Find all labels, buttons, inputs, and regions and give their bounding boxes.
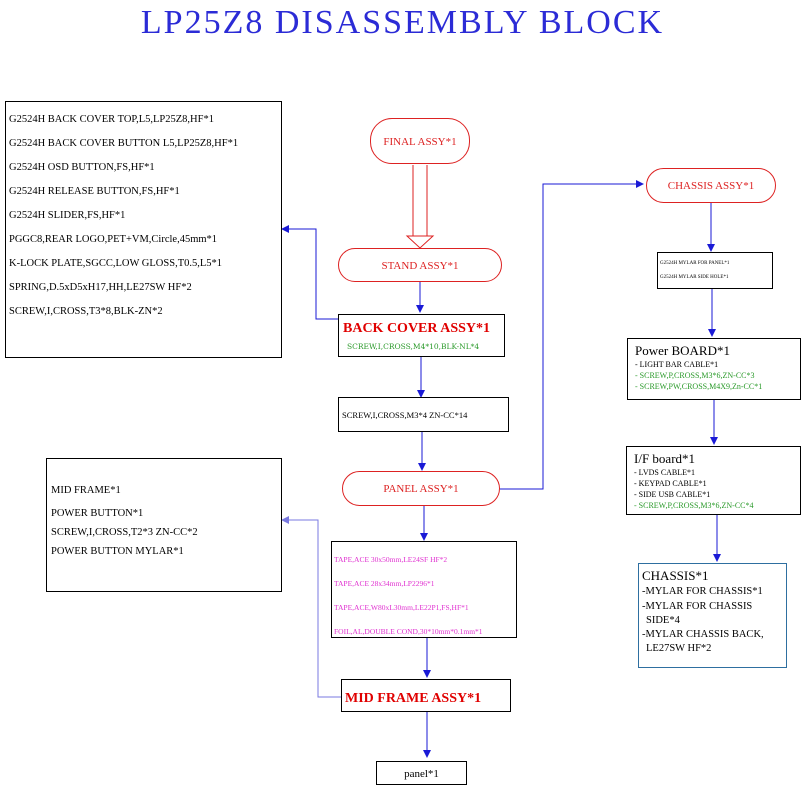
- part-item: MID FRAME*1: [51, 485, 121, 496]
- power-board-title: Power BOARD*1: [635, 343, 730, 358]
- chassis-item: LE27SW HF*2: [646, 643, 712, 654]
- chassis-box: CHASSIS*1 -MYLAR FOR CHASSIS*1 -MYLAR FO…: [638, 563, 787, 668]
- tape-item: TAPE,ACE,W80xL30mm,LE22P1,FS,HF*1: [334, 603, 469, 612]
- chassis-assy-pill: CHASSIS ASSY*1: [646, 168, 776, 203]
- back-cover-parts-box: G2524H BACK COVER TOP,L5,LP25Z8,HF*1 G25…: [5, 101, 282, 358]
- chassis-item: -MYLAR FOR CHASSIS*1: [642, 586, 763, 597]
- panel-assy-pill: PANEL ASSY*1: [342, 471, 500, 506]
- page-title: LP25Z8 DISASSEMBLY BLOCK: [140, 4, 665, 41]
- power-board-item: - LIGHT BAR CABLE*1: [635, 360, 719, 369]
- if-board-item: - LVDS CABLE*1: [634, 468, 696, 477]
- if-board-item: - SIDE USB CABLE*1: [634, 490, 711, 499]
- panel-to-chassis-arrow: [500, 180, 644, 490]
- part-item: G2524H RELEASE BUTTON,FS,HF*1: [9, 186, 180, 197]
- part-item: POWER BUTTON*1: [51, 508, 144, 519]
- tape-item: TAPE,ACE 30x50mm,LE24SF HF*2: [334, 555, 448, 564]
- part-item: G2524H BACK COVER BUTTON L5,LP25Z8,HF*1: [9, 138, 239, 149]
- chassis-title: CHASSIS*1: [642, 568, 709, 583]
- if-board-box: I/F board*1 - LVDS CABLE*1 - KEYPAD CABL…: [626, 446, 801, 515]
- power-board-item: - SCREW,P,CROSS,M3*6,ZN-CC*3: [635, 371, 755, 380]
- part-item: G2524H OSD BUTTON,FS,HF*1: [9, 162, 155, 173]
- part-item: SCREW,I,CROSS,T3*8,BLK-ZN*2: [9, 306, 163, 317]
- chassis-item: -MYLAR CHASSIS BACK,: [642, 629, 764, 640]
- mylar-box: G2524H MYLAR FOR PANEL*1 G2524H MYLAR SI…: [657, 252, 773, 289]
- part-item: K-LOCK PLATE,SGCC,LOW GLOSS,T0.5,L5*1: [9, 258, 223, 269]
- screw-text: SCREW,I,CROSS,M3*4 ZN-CC*14: [342, 410, 468, 420]
- part-item: PGGC8,REAR LOGO,PET+VM,Circle,45mm*1: [9, 234, 218, 245]
- backcover-to-parts-arrow: [281, 225, 338, 320]
- stand-assy-pill: STAND ASSY*1: [338, 248, 502, 282]
- tape-item: TAPE,ACE 28x34mm,LP2296*1: [334, 579, 435, 588]
- back-cover-assy-title: BACK COVER ASSY*1: [343, 321, 491, 336]
- final-assy-pill: FINAL ASSY*1: [370, 118, 470, 164]
- part-item: G2524H SLIDER,FS,HF*1: [9, 210, 126, 221]
- mid-frame-parts-box: MID FRAME*1 POWER BUTTON*1 SCREW,I,CROSS…: [46, 458, 282, 592]
- back-cover-screw: SCREW,I,CROSS,M4*10,BLK-NL*4: [347, 342, 480, 351]
- back-cover-assy-box: BACK COVER ASSY*1 SCREW,I,CROSS,M4*10,BL…: [338, 314, 505, 357]
- if-board-item: - SCREW,P,CROSS,M3*6,ZN-CC*4: [634, 501, 754, 510]
- final-to-stand-arrow: [405, 165, 435, 249]
- panel-final-label: panel*1: [404, 768, 439, 780]
- mid-frame-assy-box: MID FRAME ASSY*1: [341, 679, 511, 712]
- part-item: SCREW,I,CROSS,T2*3 ZN-CC*2: [51, 527, 198, 538]
- tape-item: FOIL,AL,DOUBLE COND,30*10mm*0.1mm*1: [334, 627, 483, 636]
- if-board-title: I/F board*1: [634, 451, 696, 466]
- chassis-item: SIDE*4: [646, 615, 680, 626]
- power-board-box: Power BOARD*1 - LIGHT BAR CABLE*1 - SCRE…: [627, 338, 801, 400]
- if-board-item: - KEYPAD CABLE*1: [634, 479, 707, 488]
- tape-box: TAPE,ACE 30x50mm,LE24SF HF*2 TAPE,ACE 28…: [331, 541, 517, 638]
- part-item: SPRING,D.5xD5xH17,HH,LE27SW HF*2: [9, 282, 192, 293]
- part-item: POWER BUTTON MYLAR*1: [51, 546, 184, 557]
- power-board-item: - SCREW,PW,CROSS,M4X9,Zn-CC*1: [635, 382, 763, 391]
- chassis-item: -MYLAR FOR CHASSIS: [642, 601, 753, 612]
- mylar-item: G2524H MYLAR FOR PANEL*1: [660, 261, 730, 266]
- mid-frame-assy-title: MID FRAME ASSY*1: [345, 691, 482, 706]
- panel-final-box: panel*1: [376, 761, 467, 785]
- part-item: G2524H BACK COVER TOP,L5,LP25Z8,HF*1: [9, 114, 214, 125]
- screw-box: SCREW,I,CROSS,M3*4 ZN-CC*14: [338, 397, 509, 432]
- midframe-to-parts-arrow: [281, 516, 342, 698]
- mylar-item: G2524H MYLAR SIDE HOLE*1: [660, 275, 729, 280]
